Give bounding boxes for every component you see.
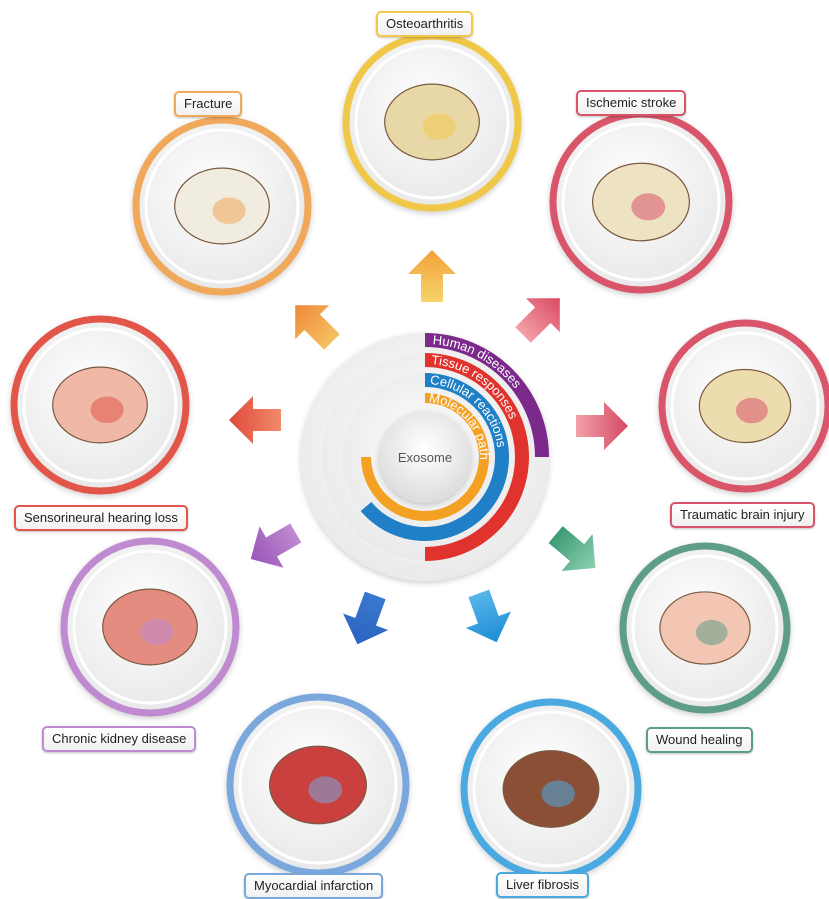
- chronic-kidney-disease-illustration: [103, 589, 198, 665]
- disease-circle-myocardial-infarction: [230, 697, 406, 873]
- disease-circle-wound-healing: [623, 546, 787, 710]
- label-myocardial-infarction: Myocardial infarction: [244, 873, 383, 899]
- disease-circle-sensorineural-hearing-loss: [14, 319, 186, 491]
- disease-circle-osteoarthritis: [346, 36, 518, 208]
- arrow-liver-fibrosis-icon: [456, 585, 519, 650]
- label-wound-healing: Wound healing: [646, 727, 753, 753]
- sensorineural-hearing-loss-illustration: [53, 367, 148, 443]
- label-traumatic-brain-injury: Traumatic brain injury: [670, 502, 815, 528]
- disease-circle-fracture: [136, 120, 308, 292]
- myocardial-infarction-illustration: [270, 746, 367, 823]
- arrow-ischemic-stroke-icon: [506, 281, 577, 352]
- liver-fibrosis-illustration: [503, 751, 599, 828]
- arrow-sensorineural-hearing-loss-icon: [229, 396, 281, 444]
- osteoarthritis-illustration: [385, 84, 480, 160]
- fracture-illustration: [175, 168, 270, 244]
- arrow-wound-healing-icon: [540, 516, 611, 586]
- wound-healing-illustration: [660, 592, 750, 664]
- arrow-osteoarthritis-icon: [408, 250, 456, 302]
- label-osteoarthritis: Osteoarthritis: [376, 11, 473, 37]
- label-ischemic-stroke: Ischemic stroke: [576, 90, 686, 116]
- label-chronic-kidney-disease: Chronic kidney disease: [42, 726, 196, 752]
- label-fracture: Fracture: [174, 91, 242, 117]
- label-sensorineural-hearing-loss: Sensorineural hearing loss: [14, 505, 188, 531]
- arrow-fracture-icon: [278, 288, 349, 359]
- arrow-myocardial-infarction-icon: [335, 587, 398, 652]
- disease-circle-chronic-kidney-disease: [64, 541, 236, 713]
- exosome-label: Exosome: [398, 450, 452, 465]
- disease-circle-ischemic-stroke: [553, 114, 729, 290]
- arrow-traumatic-brain-injury-icon: [576, 402, 628, 450]
- disease-circle-traumatic-brain-injury: [662, 323, 828, 489]
- arrow-chronic-kidney-disease-icon: [239, 512, 308, 580]
- traumatic-brain-injury-illustration: [699, 369, 790, 442]
- label-liver-fibrosis: Liver fibrosis: [496, 872, 589, 898]
- ischemic-stroke-illustration: [593, 163, 690, 240]
- disease-circle-liver-fibrosis: [464, 702, 638, 876]
